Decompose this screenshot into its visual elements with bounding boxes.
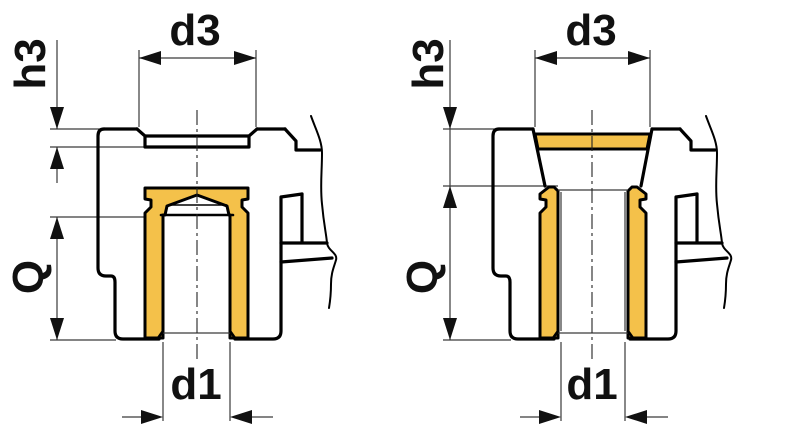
left-counterbore <box>135 127 259 149</box>
right-dimension-h3: h3 <box>404 38 558 187</box>
left-threaded-insert <box>143 186 250 340</box>
right-dimension-d3: d3 <box>534 6 651 127</box>
arrowhead-right-icon <box>234 51 256 65</box>
dimension-label-d1: d1 <box>566 360 617 409</box>
dimension-label-d3: d3 <box>169 6 220 55</box>
arrowhead-down-icon <box>50 318 64 340</box>
arrowhead-right-icon <box>539 410 561 424</box>
dimension-label-d1: d1 <box>170 360 221 409</box>
right-housing-outline <box>491 115 733 341</box>
insert-wall-left <box>538 185 560 340</box>
arrowhead-down-icon <box>50 107 64 129</box>
left-housing-outline <box>96 115 338 341</box>
left-view: d3 h3 Q d1 <box>4 6 338 424</box>
arrowhead-down-icon <box>443 318 457 340</box>
insert-body <box>143 186 250 340</box>
arrowhead-left-icon <box>625 410 647 424</box>
left-dimension-h3: h3 <box>6 38 146 183</box>
arrowhead-left-icon <box>230 410 252 424</box>
right-view: d3 h3 Q d1 <box>398 6 733 424</box>
dimension-label-h3: h3 <box>6 38 55 89</box>
arrowhead-right-icon <box>141 410 163 424</box>
arrowhead-up-icon <box>50 217 64 239</box>
left-dimension-q: Q <box>4 216 162 341</box>
arrowhead-left-icon <box>535 51 557 65</box>
left-dimension-d3: d3 <box>138 6 257 127</box>
insert-wall-right <box>626 185 648 340</box>
arrowhead-left-icon <box>139 51 161 65</box>
break-line <box>310 115 338 309</box>
dimension-label-q: Q <box>398 260 447 294</box>
dimension-label-h3: h3 <box>404 38 453 89</box>
right-threaded-insert <box>533 132 652 340</box>
left-dimension-d1: d1 <box>122 342 273 424</box>
dimension-label-d3: d3 <box>565 6 616 55</box>
break-line <box>705 115 733 309</box>
right-dimension-d1: d1 <box>520 342 668 424</box>
right-dimension-q: Q <box>398 186 511 341</box>
arrowhead-right-icon <box>628 51 650 65</box>
arrowhead-down-icon <box>443 107 457 129</box>
arrowhead-up-icon <box>443 186 457 208</box>
dimension-label-q: Q <box>4 260 53 294</box>
arrowhead-up-icon <box>50 147 64 169</box>
